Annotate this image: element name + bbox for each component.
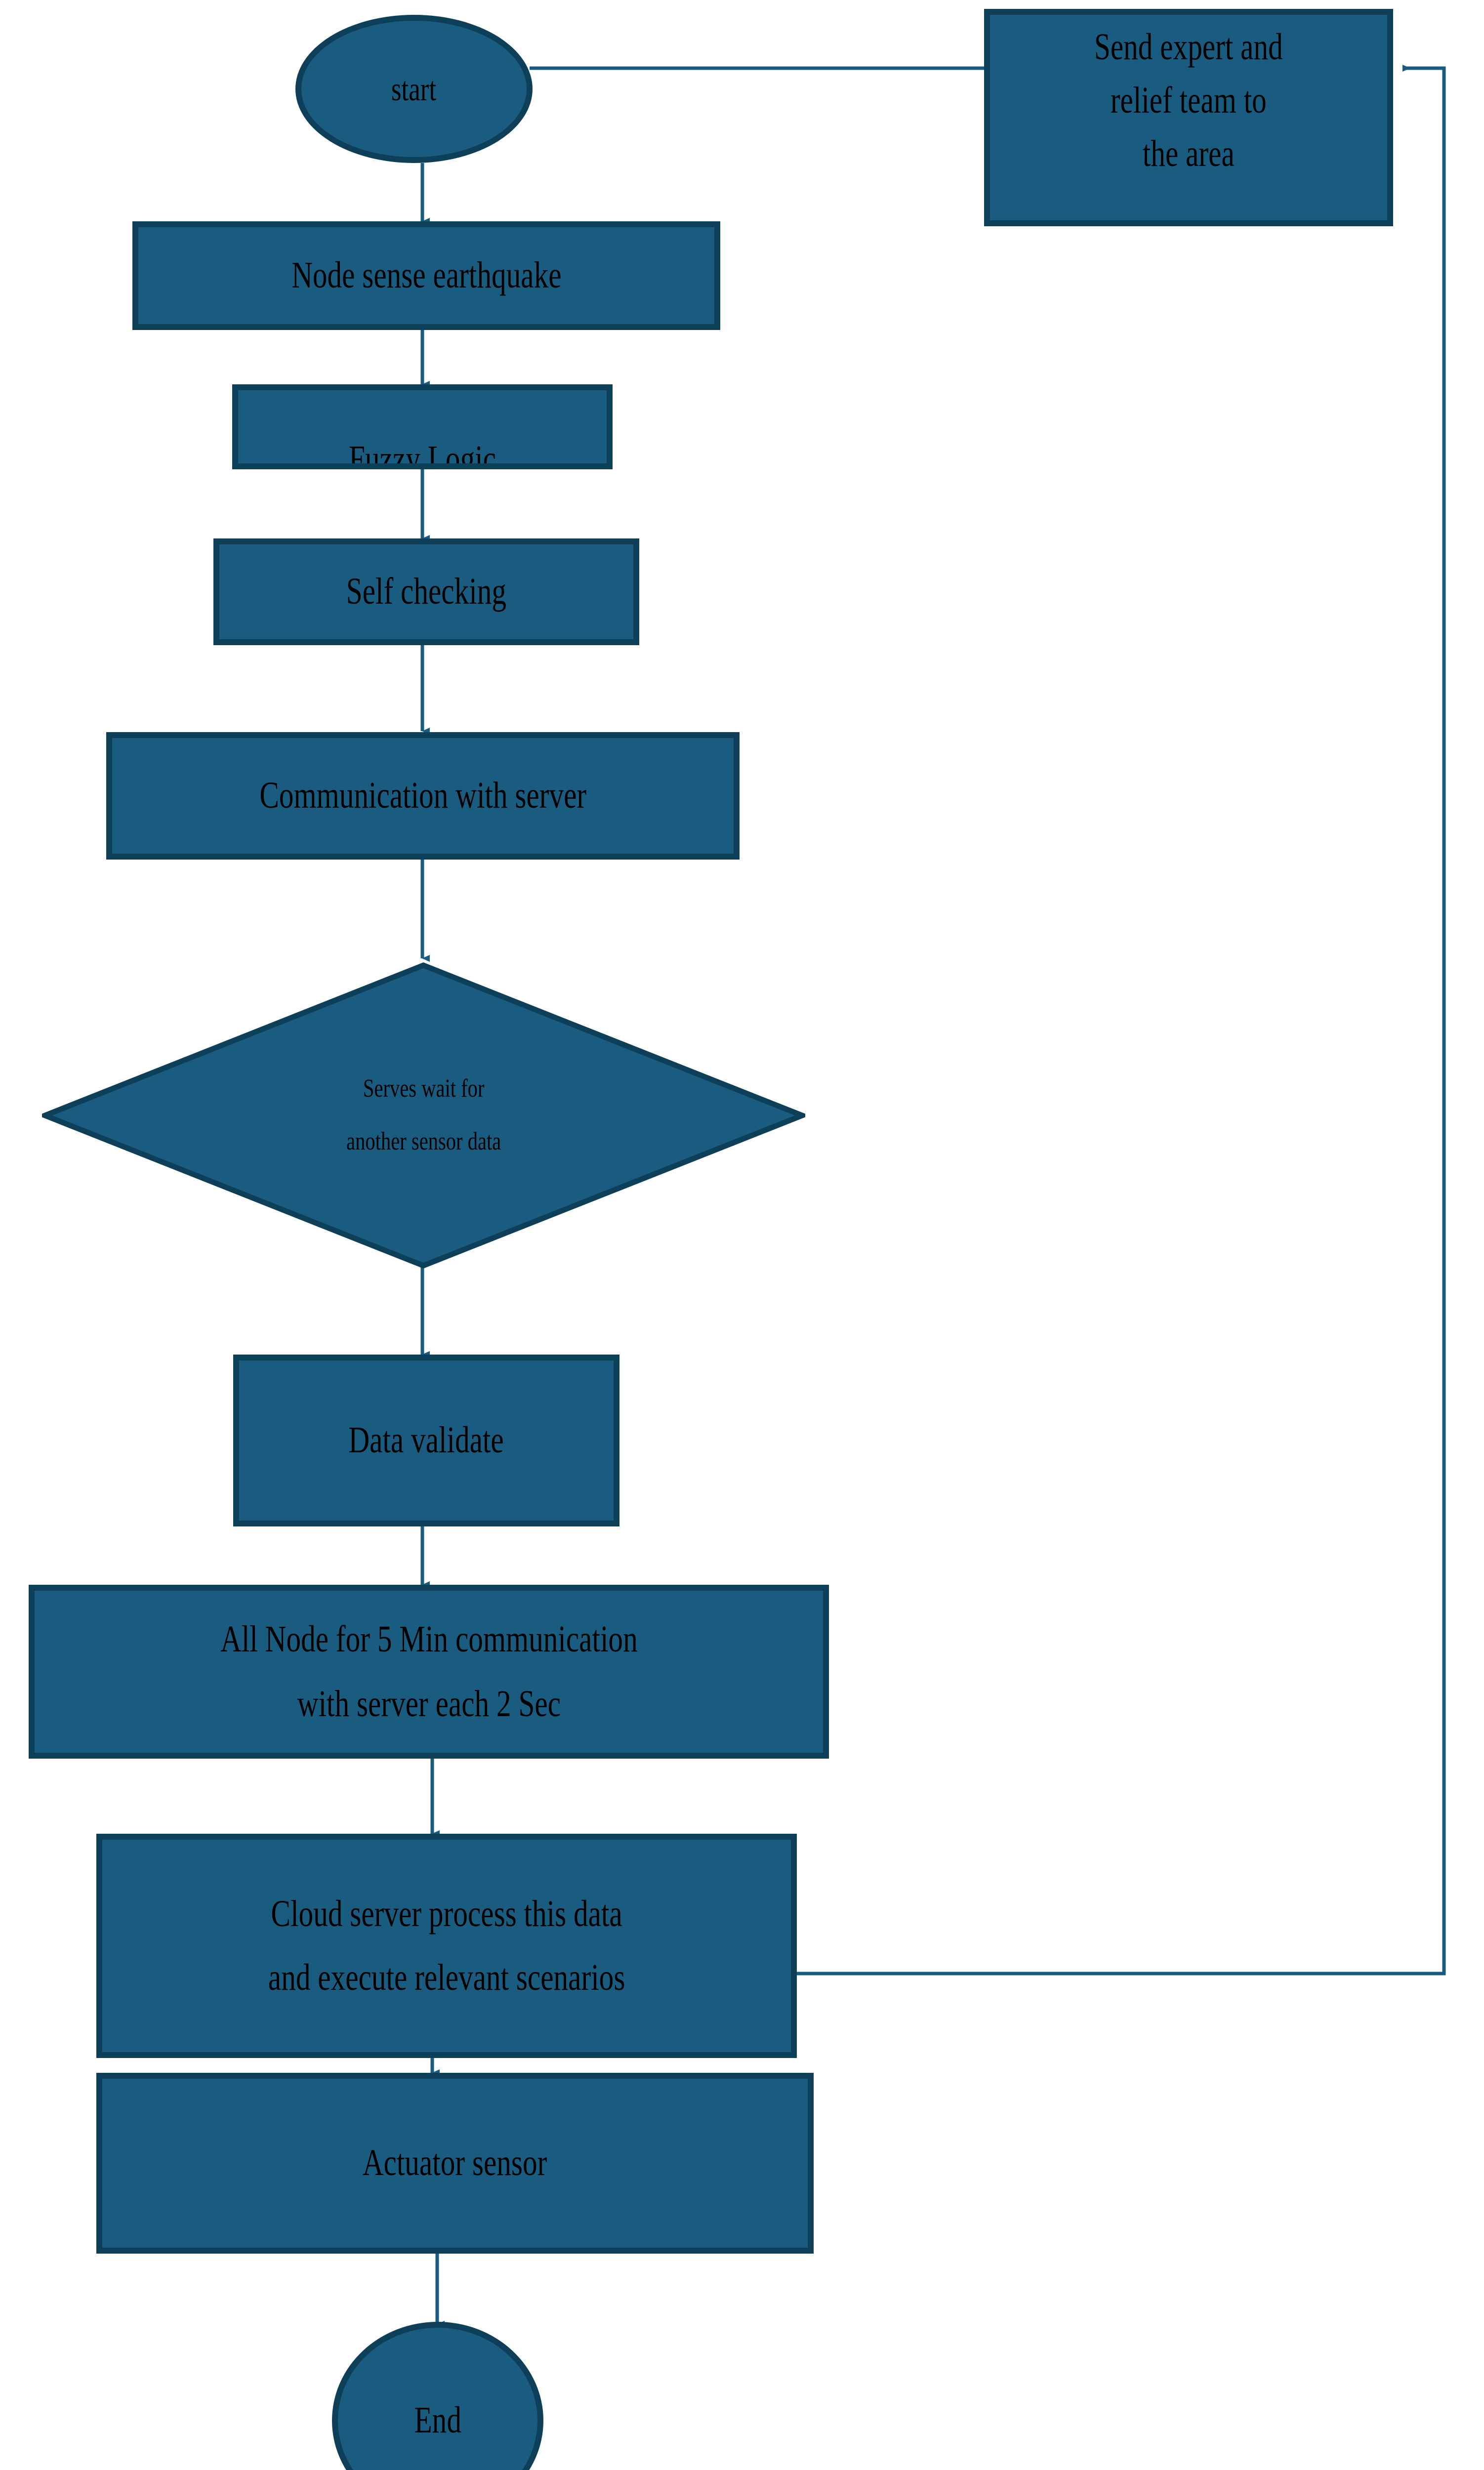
node-cloud-server-process-label: Cloud server process this data and execu…	[268, 1893, 625, 1998]
node-communication-with-server-label: Communication with server	[259, 775, 586, 817]
node-actuator-sensor-label: Actuator sensor	[363, 2142, 547, 2184]
node-send-expert-label: Send expert and relief team to the area	[1094, 26, 1283, 174]
diamond-shape	[42, 962, 805, 1269]
node-serves-wait-label: Serves wait for another sensor data	[346, 1074, 501, 1155]
node-self-checking[interactable]: Self checking	[213, 538, 639, 645]
node-sense-earthquake[interactable]: Node sense earthquake	[132, 221, 720, 330]
node-serves-wait[interactable]: Serves wait for another sensor data	[42, 962, 805, 1269]
node-start-label: start	[391, 70, 437, 108]
edge-cloud-loop-to-send	[795, 65, 1446, 1976]
node-send-expert[interactable]: Send expert and relief team to the area	[984, 9, 1393, 226]
node-cloud-server-process[interactable]: Cloud server process this data and execu…	[96, 1834, 797, 2058]
node-fuzzy-logic-label: Fuzzy Logic	[349, 438, 496, 469]
node-data-validate[interactable]: Data validate	[233, 1355, 619, 1526]
node-self-checking-label: Self checking	[346, 571, 507, 613]
node-start[interactable]: start	[295, 15, 533, 163]
node-sense-earthquake-label: Node sense earthquake	[291, 254, 562, 296]
node-all-node-communication[interactable]: All Node for 5 Min communication with se…	[29, 1585, 829, 1759]
node-communication-with-server[interactable]: Communication with server	[106, 732, 740, 860]
node-end[interactable]: End	[332, 2322, 543, 2470]
node-end-label: End	[414, 2399, 461, 2441]
node-data-validate-label: Data validate	[348, 1419, 504, 1461]
node-actuator-sensor[interactable]: Actuator sensor	[96, 2073, 814, 2254]
node-all-node-communication-label: All Node for 5 Min communication with se…	[220, 1618, 638, 1725]
node-fuzzy-logic[interactable]: Fuzzy Logic	[232, 384, 613, 469]
